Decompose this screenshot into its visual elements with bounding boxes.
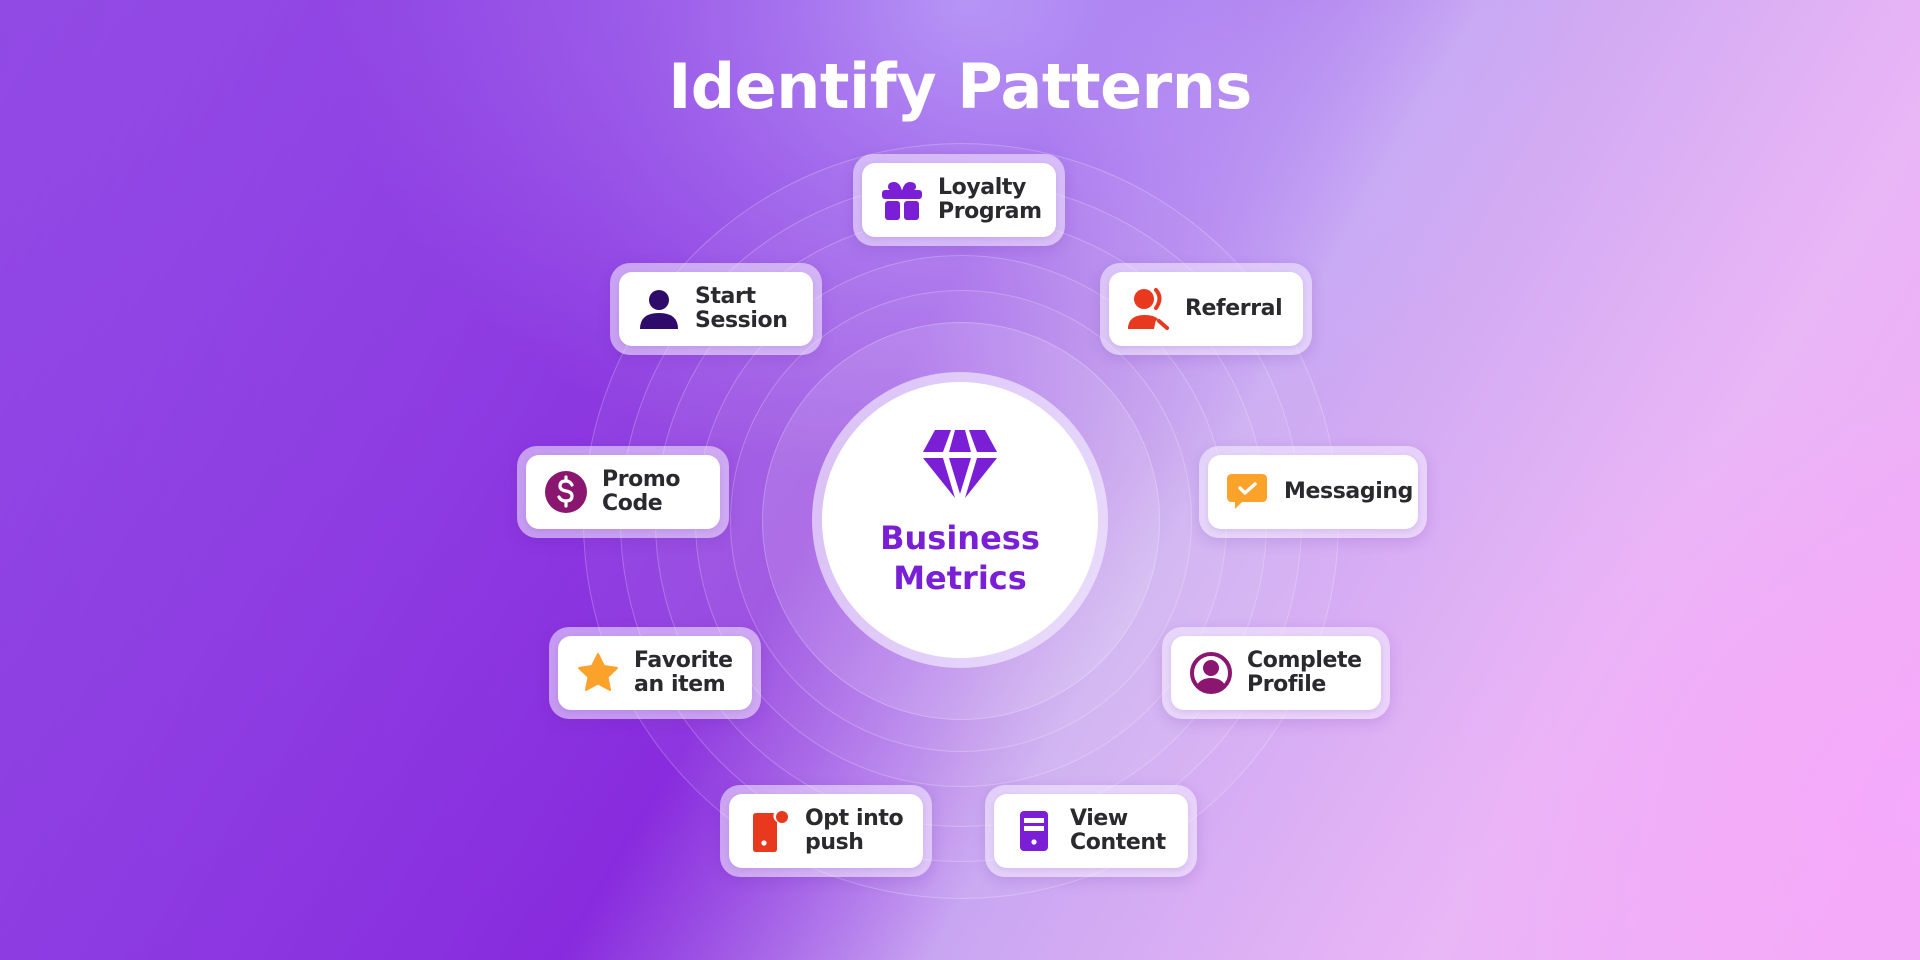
node-promo-code[interactable]: Promo Code: [517, 446, 729, 538]
user-icon: [637, 287, 681, 331]
node-favorite-an-item[interactable]: Favorite an item: [549, 627, 761, 719]
chat-check-icon: [1226, 470, 1270, 514]
node-label: Messaging: [1284, 479, 1413, 504]
node-label: Code: [602, 491, 663, 516]
node-complete-profile[interactable]: Complete Profile: [1162, 627, 1390, 719]
user-circle-icon: [1189, 651, 1233, 695]
node-label: Promo: [602, 467, 681, 492]
node-label: Start: [695, 284, 756, 309]
node-label: Opt into: [805, 806, 904, 831]
node-label: View: [1070, 806, 1128, 831]
page-title: Identify Patterns: [668, 50, 1252, 123]
dollar-circle-icon: [544, 470, 588, 514]
center-label-line1: Business: [880, 519, 1040, 557]
node-label: Complete: [1247, 648, 1362, 673]
content-device-icon: [1012, 809, 1056, 853]
node-label: Favorite: [634, 648, 733, 673]
diamond-icon: [923, 430, 997, 498]
node-label: Referral: [1185, 296, 1283, 321]
node-label: Program: [938, 199, 1042, 224]
center-node-business-metrics[interactable]: Business Metrics: [822, 382, 1098, 658]
node-label: Content: [1070, 830, 1166, 855]
star-icon: [576, 651, 620, 695]
node-start-session[interactable]: Start Session: [610, 263, 822, 355]
referral-users-icon: [1127, 287, 1171, 331]
node-label: Session: [695, 308, 788, 333]
node-label: Loyalty: [938, 175, 1026, 200]
node-label: push: [805, 830, 864, 855]
node-label: an item: [634, 672, 726, 697]
gift-icon: [880, 178, 924, 222]
node-messaging[interactable]: Messaging: [1199, 446, 1427, 538]
center-label-line2: Metrics: [893, 559, 1027, 597]
push-notification-icon: [747, 809, 791, 853]
node-label: Profile: [1247, 672, 1326, 697]
node-referral[interactable]: Referral: [1100, 263, 1312, 355]
node-opt-into-push[interactable]: Opt into push: [720, 785, 932, 877]
node-loyalty-program[interactable]: Loyalty Program: [853, 154, 1065, 246]
node-view-content[interactable]: View Content: [985, 785, 1197, 877]
